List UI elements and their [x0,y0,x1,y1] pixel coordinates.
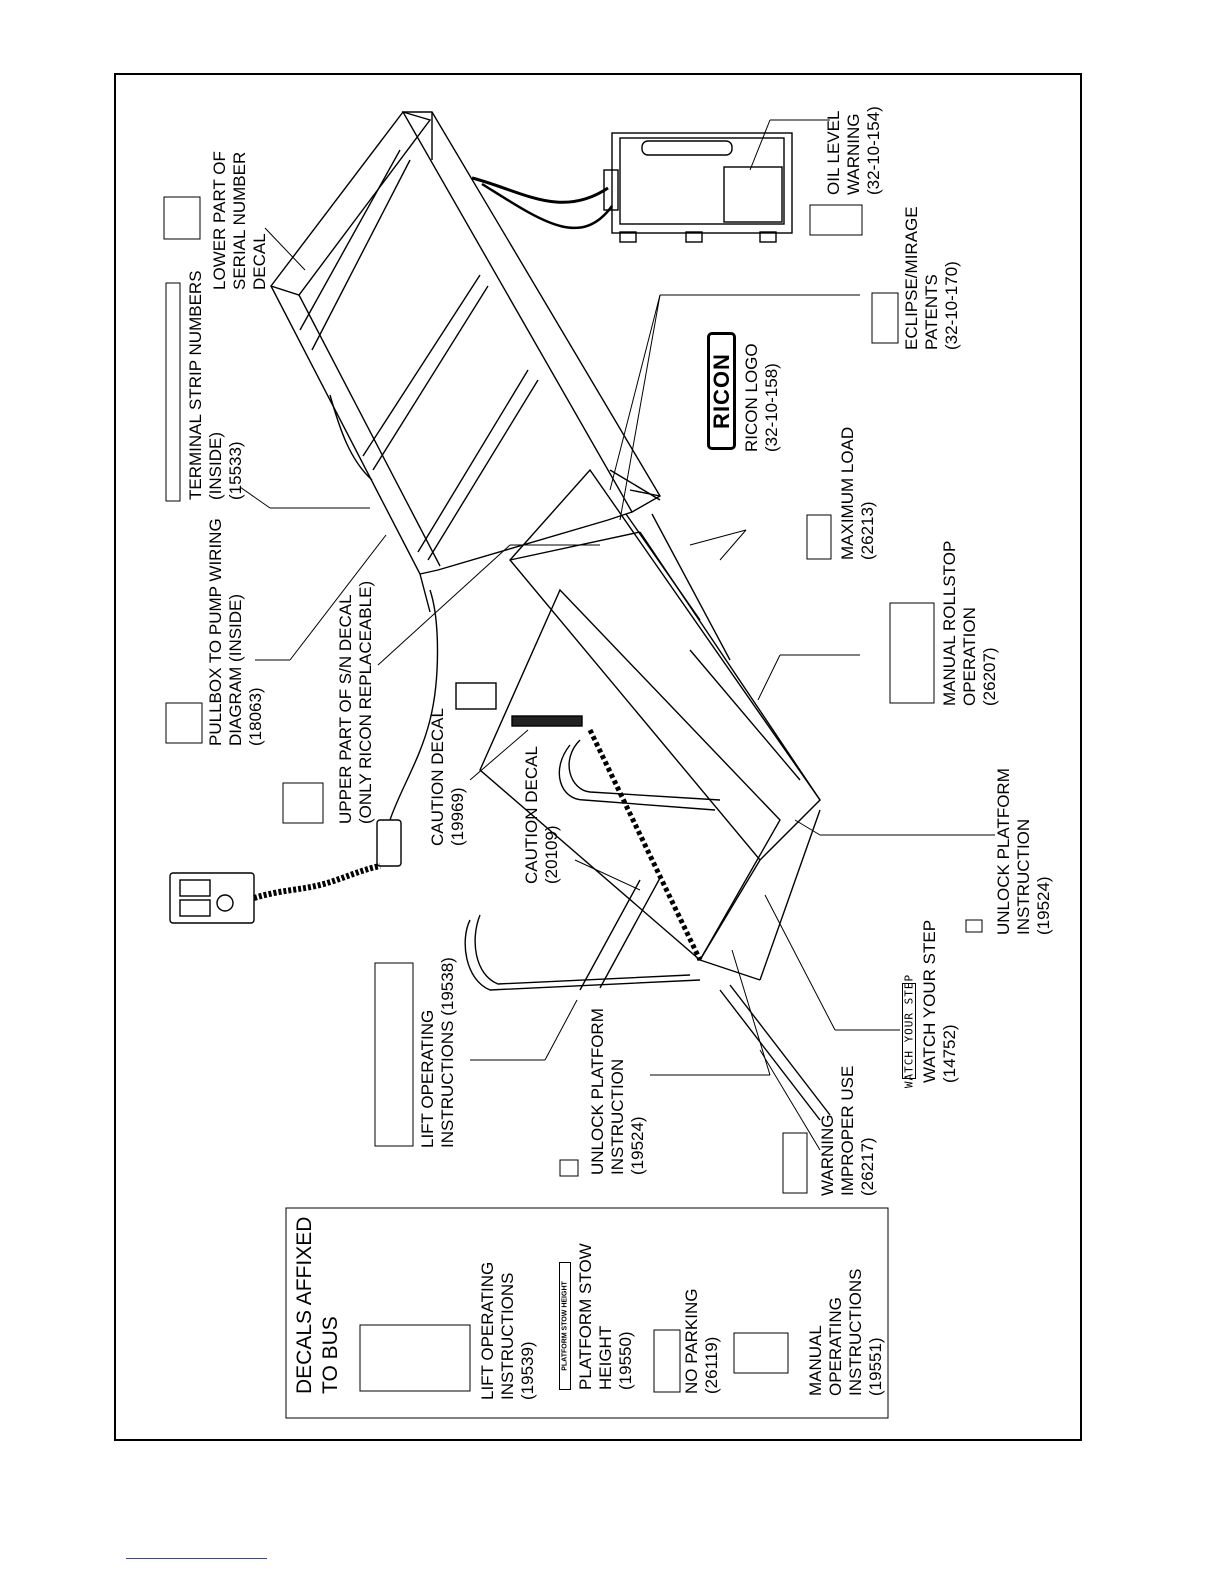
platform-stow-text: PLATFORM STOW HEIGHT [561,1281,569,1371]
bus-decals-box [285,1207,889,1419]
page-footer-rule [126,1558,267,1559]
bus-label-manual-operating: MANUAL OPERATING INSTRUCTIONS (19551) [806,1268,885,1397]
bus-lift-operating-thumb [359,1324,471,1392]
bus-label-lift-operating: LIFT OPERATING INSTRUCTIONS (19539) [478,1261,537,1400]
bus-label-no-parking: NO PARKING (26119) [682,1288,721,1394]
pendant-control [169,589,439,924]
unlock-left-thumb [559,1159,579,1177]
watch-your-step-decal: WATCH YOUR STEP [902,974,916,1088]
label-watch-step: WATCH YOUR STEP (14752) [920,919,959,1083]
label-caution-19969: CAUTION DECAL (19969) [428,708,467,846]
label-ricon-logo: RICON LOGO (32-10-158) [742,343,781,452]
label-unlock-left: UNLOCK PLATFORM INSTRUCTION (19524) [588,1008,647,1175]
bus-label-platform-stow: PLATFORM STOW HEIGHT (19550) [576,1243,635,1390]
bus-decals-title: DECALS AFFIXED TO BUS [293,1216,342,1394]
label-maximum-load: MAXIMUM LOAD (26213) [838,426,877,560]
lift-operating-thumb [374,962,414,1147]
pump-box [471,132,793,243]
label-unlock-right: UNLOCK PLATFORM INSTRUCTION (19524) [994,768,1053,935]
leader-lines [239,119,995,1151]
label-manual-rollstop: MANUAL ROLLSTOP OPERATION (26207) [940,540,999,706]
no-parking-thumb [653,1329,681,1393]
serial-decal-lower-thumb [163,196,201,240]
warning-improper-thumb [782,1132,808,1194]
label-lift-operating: LIFT OPERATING INSTRUCTIONS (19538) [418,957,457,1148]
label-eclipse-patents: ECLIPSE/MIRAGE PATENTS (32-10-170) [902,206,961,350]
platform [455,468,821,981]
upper-serial-thumb [282,782,324,824]
platform-stow-decal: PLATFORM STOW HEIGHT [559,1262,571,1390]
label-upper-serial: UPPER PART OF S/N DECAL (ONLY RICON REPL… [336,580,375,824]
label-oil-level: OIL LEVEL WARNING (32-10-154) [824,106,883,195]
rollstop-thumb [889,602,935,704]
oil-warning-thumb [809,204,863,236]
maximum-load-thumb [806,514,832,560]
terminal-strip-thumb [165,282,181,502]
label-terminal-strip: TERMINAL STRIP NUMBERS (INSIDE) (15533) [186,270,245,500]
unlock-right-thumb [965,919,983,933]
patents-thumb [871,292,899,344]
label-warning-improper: WARNING IMPROPER USE (26217) [818,1065,877,1196]
ricon-logo-text: RICON [708,353,734,429]
manual-operating-thumb [733,1332,789,1374]
decal-thumbnails [163,196,983,1419]
label-pullbox: PULLBOX TO PUMP WIRING DIAGRAM (INSIDE) … [206,518,265,746]
watch-your-step-text: WATCH YOUR STEP [902,973,916,1089]
drawing-border [114,73,1082,1441]
label-lower-serial: LOWER PART OF SERIAL NUMBER DECAL [210,151,269,290]
upper-frame [269,111,661,613]
handrails [464,739,831,1121]
label-caution-20109: CAUTION DECAL (20109) [522,746,561,884]
pullbox-diagram-thumb [165,702,203,744]
ricon-logo-decal: RICON [707,332,736,450]
